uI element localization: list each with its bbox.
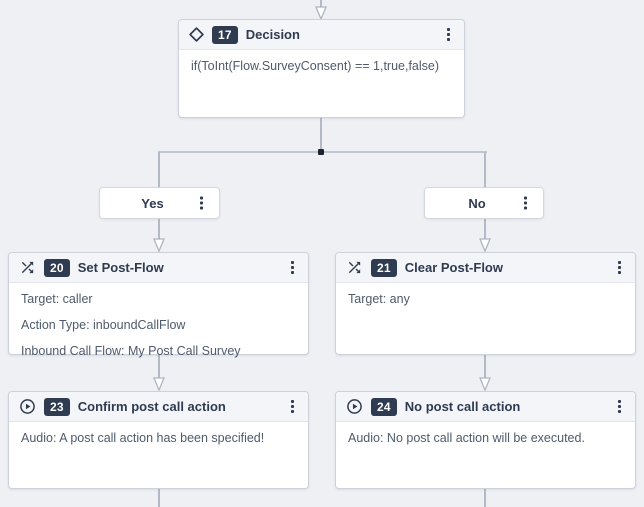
node-set-post-flow-header: 20 Set Post-Flow [9,253,308,283]
kebab-menu-icon[interactable] [287,397,298,416]
node-id-badge: 21 [371,258,397,277]
kebab-menu-icon[interactable] [614,397,625,416]
branch-no[interactable]: No [424,187,544,219]
node-title: Confirm post call action [77,399,226,414]
node-decision-header: 17 Decision [179,20,464,50]
node-no-action-header: 24 No post call action [336,392,635,422]
audio-value: Audio: No post call action will be execu… [348,431,585,445]
kebab-menu-icon[interactable] [287,258,298,277]
node-clear-post-flow[interactable]: 21 Clear Post-Flow Target: any [335,252,636,355]
node-id-badge: 20 [44,258,70,277]
node-confirm-body: Audio: A post call action has been speci… [9,422,308,454]
kebab-menu-icon[interactable] [520,194,531,213]
shuffle-icon [346,259,363,276]
connector-no-to-clear-post-flow [484,219,486,240]
node-title: No post call action [404,399,521,414]
branch-label: Yes [141,195,164,211]
node-no-post-call-action[interactable]: 24 No post call action Audio: No post ca… [335,391,636,489]
node-title: Decision [245,27,300,42]
target-value: Target: any [348,292,410,306]
connector-down-to-yes [158,152,160,187]
arrowhead-into-clear-post-flow [479,238,491,252]
audio-value: Audio: A post call action has been speci… [21,431,265,445]
connector-clear-post-flow-to-no-action [484,355,486,378]
node-confirm-post-call-action[interactable]: 23 Confirm post call action Audio: A pos… [8,391,309,489]
play-circle-icon [19,398,36,415]
node-decision-body: if(ToInt(Flow.SurveyConsent) == 1,true,f… [179,50,464,82]
node-id-badge: 23 [44,397,70,416]
node-clear-post-flow-header: 21 Clear Post-Flow [336,253,635,283]
play-circle-icon [346,398,363,415]
node-id-badge: 24 [371,397,397,416]
kebab-menu-icon[interactable] [614,258,625,277]
node-no-action-body: Audio: No post call action will be execu… [336,422,635,454]
connector-confirm-down [158,489,160,507]
connector-top-into-decision [320,0,322,8]
inbound-call-flow-value: Inbound Call Flow: My Post Call Survey [21,344,241,358]
junction-dot [318,149,324,155]
connector-down-to-no [484,152,486,187]
kebab-menu-icon[interactable] [443,25,454,44]
shuffle-icon [19,259,36,276]
target-value: Target: caller [21,292,93,306]
decision-expression: if(ToInt(Flow.SurveyConsent) == 1,true,f… [191,59,440,73]
connector-yes-to-set-post-flow [158,219,160,240]
node-confirm-header: 23 Confirm post call action [9,392,308,422]
node-clear-post-flow-body: Target: any [336,283,635,315]
node-set-post-flow-body: Target: caller Action Type: inboundCallF… [9,283,308,367]
node-title: Set Post-Flow [77,260,164,275]
arrowhead-into-decision [315,6,327,20]
connector-no-action-down [484,489,486,507]
branch-yes[interactable]: Yes [99,187,220,219]
arrowhead-into-confirm [153,377,165,391]
diamond-icon [189,27,204,42]
node-decision[interactable]: 17 Decision if(ToInt(Flow.SurveyConsent)… [178,19,465,118]
arrowhead-into-no-action [479,377,491,391]
connector-set-post-flow-to-confirm [158,355,160,378]
kebab-menu-icon[interactable] [196,194,207,213]
action-type-value: Action Type: inboundCallFlow [21,318,186,332]
node-title: Clear Post-Flow [404,260,503,275]
connector-decision-to-junction [320,118,322,152]
arrowhead-into-set-post-flow [153,238,165,252]
node-set-post-flow[interactable]: 20 Set Post-Flow Target: caller Action T… [8,252,309,358]
branch-label: No [468,195,486,211]
node-id-badge: 17 [212,25,238,44]
